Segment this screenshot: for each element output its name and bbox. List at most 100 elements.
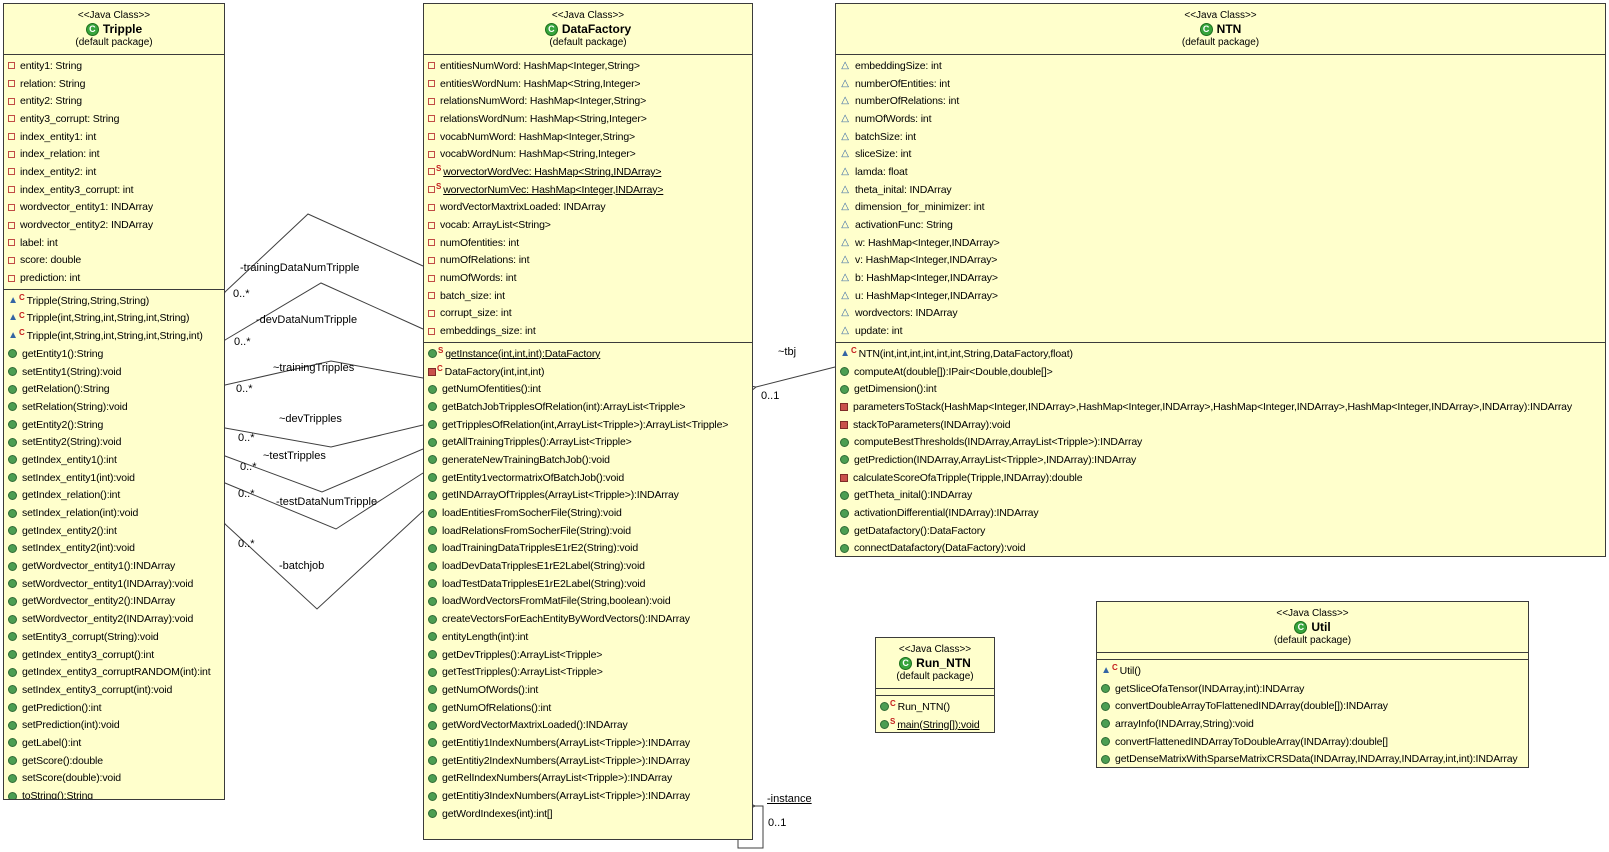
attribute-row[interactable]: batch_size: int: [424, 287, 752, 305]
attribute-row[interactable]: △dimension_for_minimizer: int: [836, 199, 1605, 217]
operation-row[interactable]: stackToParameters(INDArray):void: [836, 416, 1605, 434]
operation-row[interactable]: getWordIndexes(int):int[]: [424, 805, 752, 823]
attribute-row[interactable]: entitiesWordNum: HashMap<String,Integer>: [424, 75, 752, 93]
attribute-row[interactable]: entity3_corrupt: String: [4, 110, 224, 128]
attribute-row[interactable]: △wordvectors: INDArray: [836, 305, 1605, 323]
association-devDataNumTripple[interactable]: [225, 282, 424, 340]
attribute-row[interactable]: △theta_inital: INDArray: [836, 181, 1605, 199]
operation-row[interactable]: setIndex_entity1(int):void: [4, 469, 224, 487]
attribute-row[interactable]: entitiesNumWord: HashMap<Integer,String>: [424, 57, 752, 75]
attribute-row[interactable]: index_entity3_corrupt: int: [4, 181, 224, 199]
attribute-row[interactable]: wordvector_entity2: INDArray: [4, 216, 224, 234]
operation-row[interactable]: getRelIndexNumbers(ArrayList<Tripple>):I…: [424, 770, 752, 788]
operation-row[interactable]: getDatafactory():DataFactory: [836, 522, 1605, 540]
association-tbj[interactable]: [756, 366, 836, 387]
operation-row[interactable]: setWordvector_entity2(INDArray):void: [4, 610, 224, 628]
operation-row[interactable]: getEntitiy2IndexNumbers(ArrayList<Trippl…: [424, 752, 752, 770]
operation-row[interactable]: getEntity1():String: [4, 345, 224, 363]
operation-row[interactable]: setIndex_entity3_corrupt(int):void: [4, 681, 224, 699]
association-batchjob[interactable]: [225, 510, 424, 610]
operation-row[interactable]: getSliceOfaTensor(INDArray,int):INDArray: [1097, 680, 1528, 698]
attribute-row[interactable]: index_relation: int: [4, 145, 224, 163]
operation-row[interactable]: getEntity2():String: [4, 416, 224, 434]
operation-row[interactable]: getBatchJobTripplesOfRelation(int):Array…: [424, 398, 752, 416]
operation-row[interactable]: getINDArrayOfTripples(ArrayList<Tripple>…: [424, 487, 752, 505]
attribute-row[interactable]: △activationFunc: String: [836, 216, 1605, 234]
attribute-row[interactable]: score: double: [4, 252, 224, 270]
operation-row[interactable]: loadDevDataTripplesE1rE2Label(String):vo…: [424, 557, 752, 575]
operation-row[interactable]: activationDifferential(INDArray):INDArra…: [836, 504, 1605, 522]
operation-row[interactable]: getWordvector_entity2():INDArray: [4, 593, 224, 611]
operation-row[interactable]: loadWordVectorsFromMatFile(String,boolea…: [424, 593, 752, 611]
attribute-row[interactable]: wordvector_entity1: INDArray: [4, 199, 224, 217]
operation-row[interactable]: getIndex_relation():int: [4, 487, 224, 505]
operation-row[interactable]: getDevTripples():ArrayList<Tripple>: [424, 646, 752, 664]
operation-row[interactable]: setPrediction(int):void: [4, 716, 224, 734]
operation-row[interactable]: connectDatafactory(DataFactory):void: [836, 540, 1605, 556]
operation-row[interactable]: getIndex_entity1():int: [4, 451, 224, 469]
operation-row[interactable]: getPrediction():int: [4, 699, 224, 717]
attribute-row[interactable]: △sliceSize: int: [836, 145, 1605, 163]
attribute-row[interactable]: △b: HashMap<Integer,INDArray>: [836, 269, 1605, 287]
operation-row[interactable]: computeBestThresholds(INDArray,ArrayList…: [836, 433, 1605, 451]
operation-row[interactable]: getIndex_entity2():int: [4, 522, 224, 540]
operation-row[interactable]: getWordVectorMaxtrixLoaded():INDArray: [424, 716, 752, 734]
attribute-row[interactable]: vocabNumWord: HashMap<Integer,String>: [424, 128, 752, 146]
attribute-row[interactable]: △lamda: float: [836, 163, 1605, 181]
operation-row[interactable]: getIndex_entity3_corruptRANDOM(int):int: [4, 663, 224, 681]
operation-row[interactable]: createVectorsForEachEntityByWordVectors(…: [424, 610, 752, 628]
attribute-row[interactable]: △numberOfEntities: int: [836, 75, 1605, 93]
operation-row[interactable]: getRelation():String: [4, 380, 224, 398]
attribute-row[interactable]: entity1: String: [4, 57, 224, 75]
attribute-row[interactable]: △embeddingSize: int: [836, 57, 1605, 75]
attribute-row[interactable]: numOfWords: int: [424, 269, 752, 287]
operation-row[interactable]: loadEntitiesFromSocherFile(String):void: [424, 504, 752, 522]
attribute-row[interactable]: △numOfWords: int: [836, 110, 1605, 128]
operation-row[interactable]: loadTrainingDataTripplesE1rE2(String):vo…: [424, 540, 752, 558]
operation-row[interactable]: getNumOfWords():int: [424, 681, 752, 699]
operation-row[interactable]: calculateScoreOfaTripple(Tripple,INDArra…: [836, 469, 1605, 487]
operation-row[interactable]: getWordvector_entity1():INDArray: [4, 557, 224, 575]
operation-row[interactable]: getTestTripples():ArrayList<Tripple>: [424, 663, 752, 681]
attribute-row[interactable]: △batchSize: int: [836, 128, 1605, 146]
operation-row[interactable]: getScore():double: [4, 752, 224, 770]
operation-row[interactable]: loadTestDataTripplesE1rE2Label(String):v…: [424, 575, 752, 593]
operation-row[interactable]: entityLength(int):int: [424, 628, 752, 646]
operation-row[interactable]: setEntity3_corrupt(String):void: [4, 628, 224, 646]
attribute-row[interactable]: index_entity1: int: [4, 128, 224, 146]
operation-row[interactable]: getIndex_entity3_corrupt():int: [4, 646, 224, 664]
operation-row[interactable]: setIndex_relation(int):void: [4, 504, 224, 522]
operation-row[interactable]: loadRelationsFromSocherFile(String):void: [424, 522, 752, 540]
attribute-row[interactable]: △numberOfRelations: int: [836, 92, 1605, 110]
association-instance[interactable]: [737, 806, 764, 849]
attribute-row[interactable]: relation: String: [4, 75, 224, 93]
attribute-row[interactable]: relationsWordNum: HashMap<String,Integer…: [424, 110, 752, 128]
attribute-row[interactable]: wordVectorMaxtrixLoaded: INDArray: [424, 199, 752, 217]
operation-row[interactable]: getDimension():int: [836, 380, 1605, 398]
association-devTripples[interactable]: [225, 425, 424, 448]
operation-row[interactable]: generateNewTrainingBatchJob():void: [424, 451, 752, 469]
operation-row[interactable]: getNumOfRelations():int: [424, 699, 752, 717]
association-testDataNumTripple[interactable]: [225, 472, 424, 530]
operation-row[interactable]: getTripplesOfRelation(int,ArrayList<Trip…: [424, 416, 752, 434]
attribute-row[interactable]: vocab: ArrayList<String>: [424, 216, 752, 234]
operation-row[interactable]: setRelation(String):void: [4, 398, 224, 416]
operation-row[interactable]: setEntity1(String):void: [4, 363, 224, 381]
attribute-row[interactable]: label: int: [4, 234, 224, 252]
attribute-row[interactable]: △v: HashMap<Integer,INDArray>: [836, 252, 1605, 270]
operation-row[interactable]: arrayInfo(INDArray,String):void: [1097, 715, 1528, 733]
attribute-row[interactable]: embeddings_size: int: [424, 322, 752, 340]
attribute-row[interactable]: prediction: int: [4, 269, 224, 287]
